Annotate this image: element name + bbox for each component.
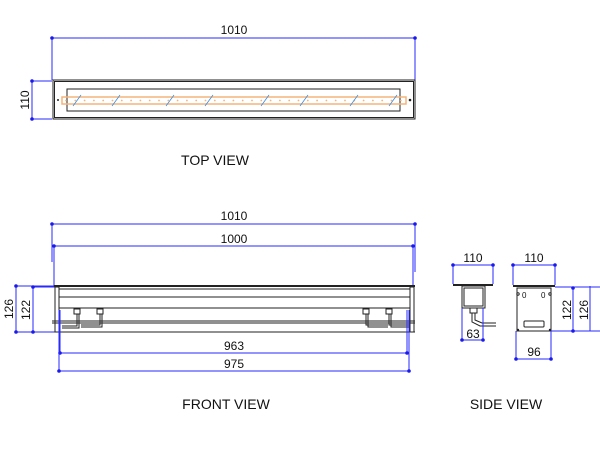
hatch-mark	[72, 94, 82, 107]
dim-text: 110	[463, 251, 482, 265]
led-dot	[186, 99, 188, 102]
side-view-label: SIDE VIEW	[470, 396, 543, 412]
top-view: 1010 110 TOP VIEW	[18, 23, 417, 168]
led-dot	[325, 99, 328, 102]
led-dot	[120, 99, 123, 102]
led-dot	[390, 99, 393, 102]
led-dot	[279, 99, 281, 102]
dim-text: 126	[2, 299, 16, 319]
dim-text: 110	[18, 90, 32, 109]
led-dot	[269, 99, 272, 102]
led-dot	[111, 99, 114, 102]
led-dot	[260, 99, 263, 102]
led-dot	[195, 99, 198, 102]
led-dot	[74, 99, 77, 102]
dim-text: 122	[19, 300, 33, 320]
led-dot	[381, 99, 384, 102]
dim-text: 975	[224, 357, 244, 371]
led-dot	[288, 99, 291, 102]
led-dot	[93, 99, 95, 102]
led-dot	[102, 99, 105, 102]
hatch-mark	[260, 94, 270, 107]
fixture-front-body	[52, 285, 415, 333]
dim-text: 110	[524, 251, 543, 265]
led-dot	[362, 99, 365, 102]
hatch-mark	[204, 94, 214, 107]
hatch-mark	[299, 94, 309, 107]
led-dot	[372, 99, 374, 102]
dim-text: 1010	[221, 209, 248, 223]
dim-text: 96	[527, 345, 541, 359]
cable-connectors-right	[362, 308, 410, 328]
dim-text: 963	[224, 339, 244, 353]
led-dot	[297, 99, 300, 102]
led-dot	[399, 99, 402, 102]
led-dot	[204, 99, 207, 102]
front-height-total-dimension: 126	[2, 284, 55, 334]
lens-window	[66, 88, 401, 112]
hatch-mark	[111, 94, 121, 107]
top-width-dimension: 110	[18, 79, 52, 121]
cable-connectors-left	[62, 308, 104, 329]
led-dot	[130, 99, 133, 102]
led-dot	[176, 99, 179, 102]
svg-text:0: 0	[541, 291, 546, 300]
side-b: 110 0 0 96 122 126	[511, 251, 600, 361]
hatch-mark	[165, 94, 175, 107]
dim-text: 1000	[221, 232, 248, 246]
hatch-mark	[388, 94, 398, 107]
led-dot	[139, 99, 142, 102]
led-dot	[148, 99, 151, 102]
dim-text: 1010	[221, 23, 248, 37]
dim-text: 126	[577, 300, 591, 320]
led-dot	[223, 99, 226, 102]
led-dots	[65, 99, 402, 102]
side-a: 110 63	[451, 251, 496, 342]
dim-text: 63	[466, 327, 480, 341]
dim-text: 122	[560, 300, 574, 320]
led-strip	[61, 96, 407, 105]
front-view: 1010 1000 126 122	[2, 209, 417, 412]
svg-text:0: 0	[522, 291, 527, 300]
front-inner-dimension: 1000	[52, 232, 415, 286]
top-length-dimension: 1010	[50, 23, 417, 80]
led-dot	[316, 99, 318, 102]
led-dot	[306, 99, 309, 102]
led-dot	[251, 99, 253, 102]
front-overall-dimension: 1010	[50, 209, 417, 272]
hatch-mark	[349, 94, 359, 107]
led-dot	[334, 99, 337, 102]
fixture-outline-inner	[54, 81, 414, 118]
glass-hatch-marks	[72, 94, 398, 107]
led-dot	[344, 99, 346, 102]
front-height-body-dimension: 122	[19, 285, 55, 334]
led-dot	[213, 99, 216, 102]
top-view-label: TOP VIEW	[181, 152, 250, 168]
front-mount-outer-dimension: 975	[57, 310, 411, 373]
front-view-label: FRONT VIEW	[182, 396, 270, 412]
led-dot	[167, 99, 170, 102]
front-mount-inner-dimension: 963	[58, 310, 409, 355]
led-dot	[158, 99, 160, 102]
fixture-outline	[52, 79, 416, 120]
led-dot	[83, 99, 86, 102]
side-view: 110 63 110 0 0 96	[451, 251, 600, 412]
led-dot	[241, 99, 244, 102]
led-dot	[65, 99, 67, 102]
led-dot	[232, 99, 235, 102]
